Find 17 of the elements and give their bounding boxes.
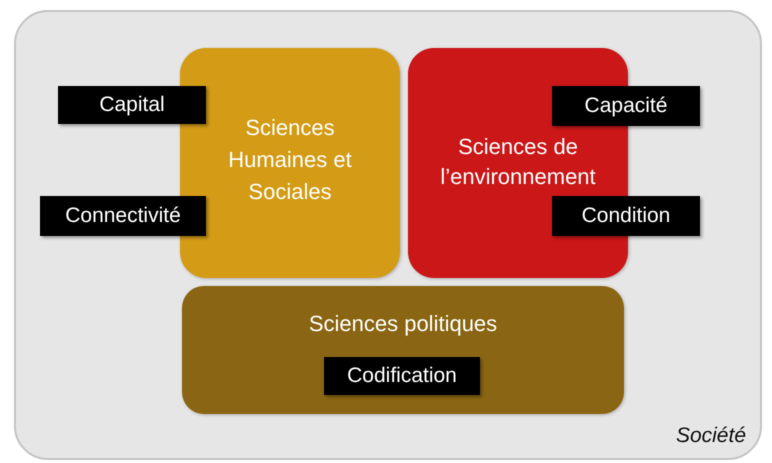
concept-label: Capital: [98, 93, 166, 117]
concept-label: Condition: [580, 204, 672, 228]
concept-tag: [40, 196, 206, 236]
concept-label: Connectivité: [64, 204, 182, 228]
discipline-box: [180, 48, 400, 278]
concept-label: Capacité: [584, 94, 668, 118]
concept-tag: [552, 196, 700, 236]
discipline-title: Sciences de l’environnement: [439, 133, 597, 191]
discipline-title: Sciences Humaines et Sociales: [227, 114, 353, 206]
concept-tag: [58, 86, 206, 124]
discipline-box: [182, 286, 624, 414]
concept-tag: [552, 86, 700, 126]
concept-tag: [324, 357, 480, 395]
society-panel: [14, 10, 762, 460]
discipline-title: Sciences politiques: [308, 310, 498, 338]
society-label: Société: [676, 424, 746, 448]
concept-label: Codification: [346, 364, 458, 388]
